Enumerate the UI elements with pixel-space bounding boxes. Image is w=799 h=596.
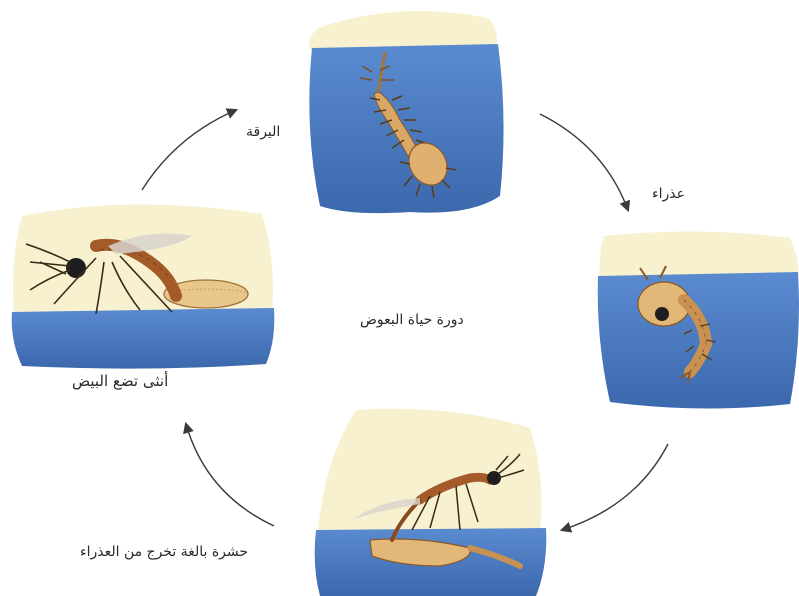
adult-emerging-panel	[315, 409, 547, 596]
arrow-eggs-to-larva	[142, 110, 236, 190]
stage-label-egg-laying: أنثى تضع البيض	[72, 372, 168, 390]
arrow-pupa-to-adult	[562, 444, 668, 530]
stage-label-adult: حشرة بالغة تخرج من العذراء	[80, 544, 248, 560]
egg-laying-panel	[12, 204, 275, 368]
larva-panel	[309, 11, 504, 213]
pupa-panel	[598, 231, 799, 408]
arrow-larva-to-pupa	[540, 114, 628, 210]
stage-label-pupa: عذراء	[652, 186, 685, 202]
arrow-adult-to-eggs	[186, 424, 274, 526]
stage-label-larva: اليرقة	[246, 124, 280, 140]
diagram-title: دورة حياة البعوض	[360, 312, 464, 328]
